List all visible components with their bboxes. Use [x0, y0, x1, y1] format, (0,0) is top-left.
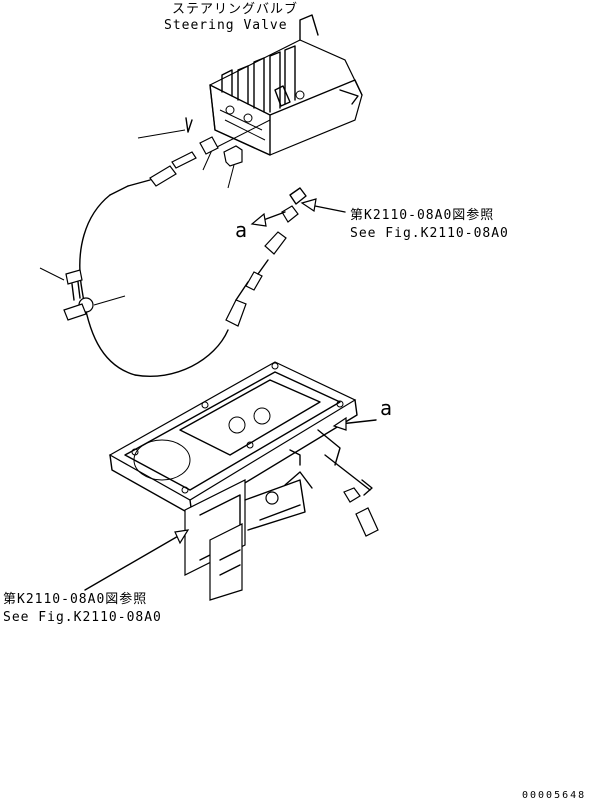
clevis-pin-parts: [185, 117, 243, 167]
ref-lower-jp: 第K2110-08A0図参照: [3, 592, 148, 607]
control-cable: [79, 194, 229, 377]
lower-arrows: [84, 416, 377, 591]
view-mark-upper: a: [235, 218, 248, 242]
cable-lower-end: [225, 187, 307, 327]
valve-leader-lines: [137, 119, 271, 189]
ref-upper-en: See Fig.K2110-08A0: [350, 226, 509, 241]
lever-bracket-assembly: [108, 361, 371, 601]
ref-lower-en: See Fig.K2110-08A0: [3, 610, 162, 625]
cable-upper-end: [109, 151, 197, 196]
steering-valve: [209, 14, 363, 156]
view-mark-lower: a: [380, 396, 393, 420]
upper-arrows: [250, 198, 346, 227]
ref-upper-jp: 第K2110-08A0図参照: [350, 208, 495, 223]
valve-title-en: Steering Valve: [164, 18, 288, 33]
clamp-and-bolt: [39, 267, 126, 321]
drawing-number: 00005648: [522, 790, 587, 801]
nut-and-joint: [343, 479, 379, 537]
valve-title-jp: ステアリングバルブ: [172, 2, 299, 17]
